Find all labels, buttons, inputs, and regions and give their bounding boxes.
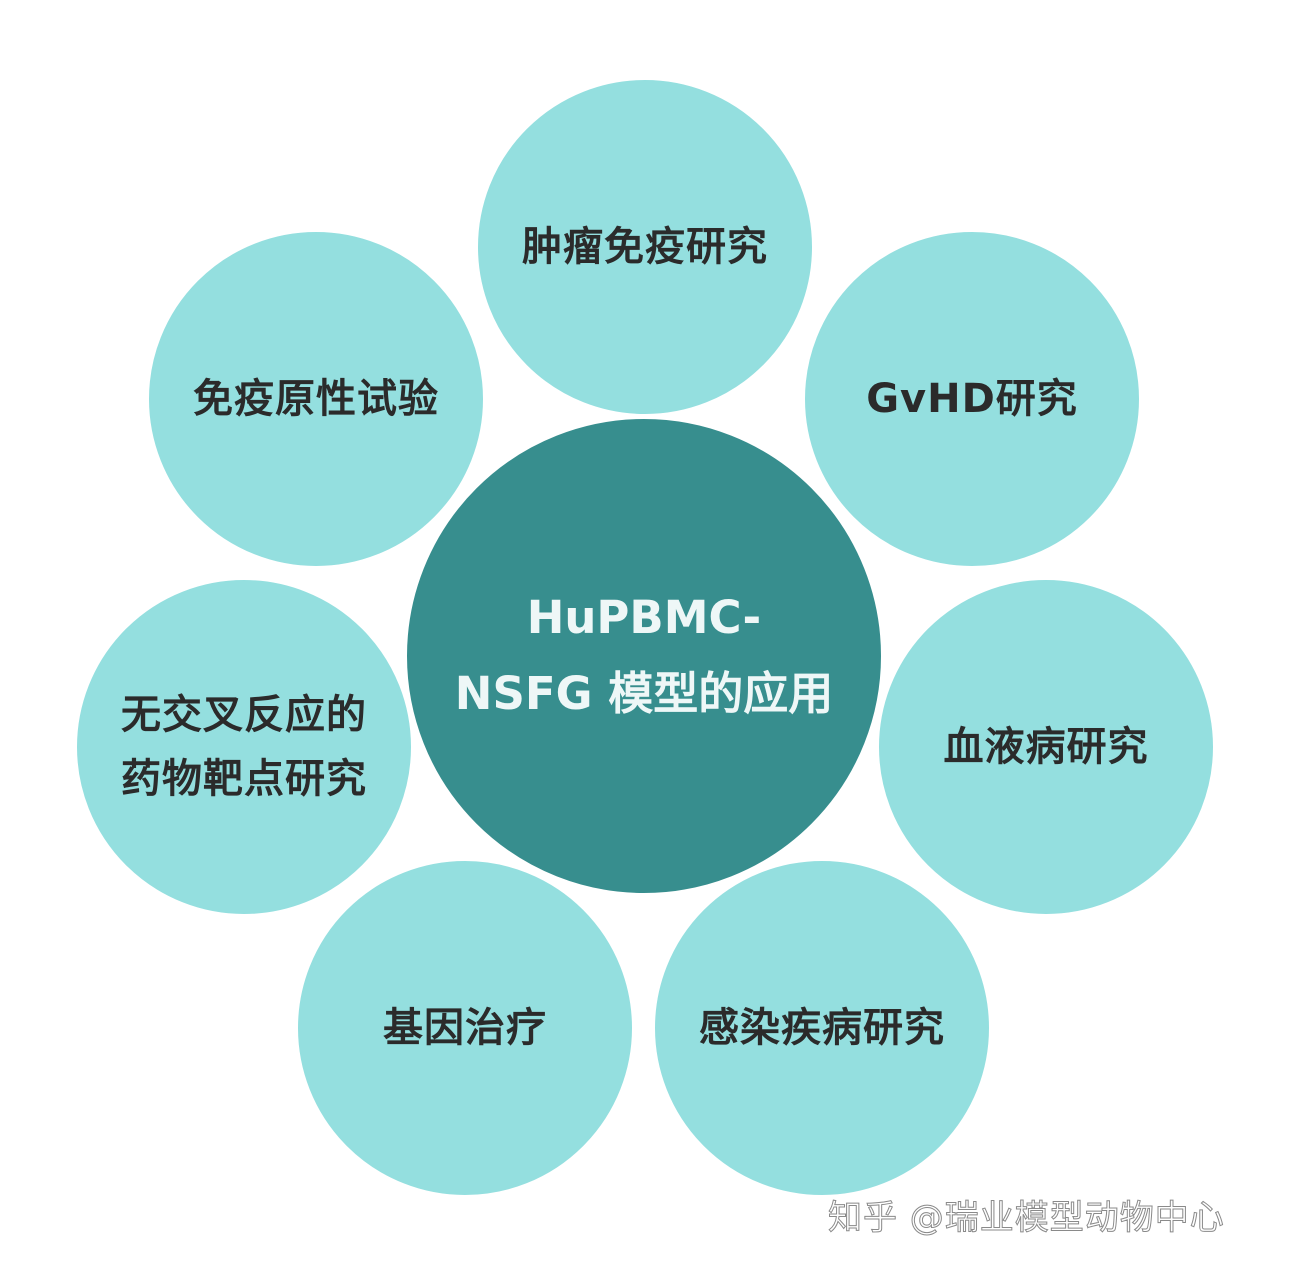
center-hub: HuPBMC- NSFG 模型的应用	[403, 415, 885, 897]
petal-gene-therapy: 基因治疗	[294, 857, 636, 1199]
petal-immunogenicity: 免疫原性试验	[145, 228, 487, 570]
petal-label: GvHD研究	[866, 376, 1078, 422]
petal-drug-target: 无交叉反应的 药物靶点研究	[73, 576, 415, 918]
petal-label: 基因治疗	[383, 1005, 547, 1051]
petal-label: 血液病研究	[943, 724, 1149, 770]
petal-label: 肿瘤免疫研究	[522, 224, 768, 270]
petal-label: 感染疾病研究	[699, 1005, 945, 1051]
center-label: HuPBMC- NSFG 模型的应用	[454, 591, 834, 720]
petal-infectious-disease: 感染疾病研究	[651, 857, 993, 1199]
petal-hematology: 血液病研究	[875, 576, 1217, 918]
petal-gvhd: GvHD研究	[801, 228, 1143, 570]
watermark: 知乎 @瑞业模型动物中心	[828, 1198, 1225, 1239]
petal-tumor-immunology: 肿瘤免疫研究	[474, 76, 816, 418]
petal-label: 免疫原性试验	[193, 376, 439, 422]
petal-label: 无交叉反应的 药物靶点研究	[121, 692, 367, 802]
